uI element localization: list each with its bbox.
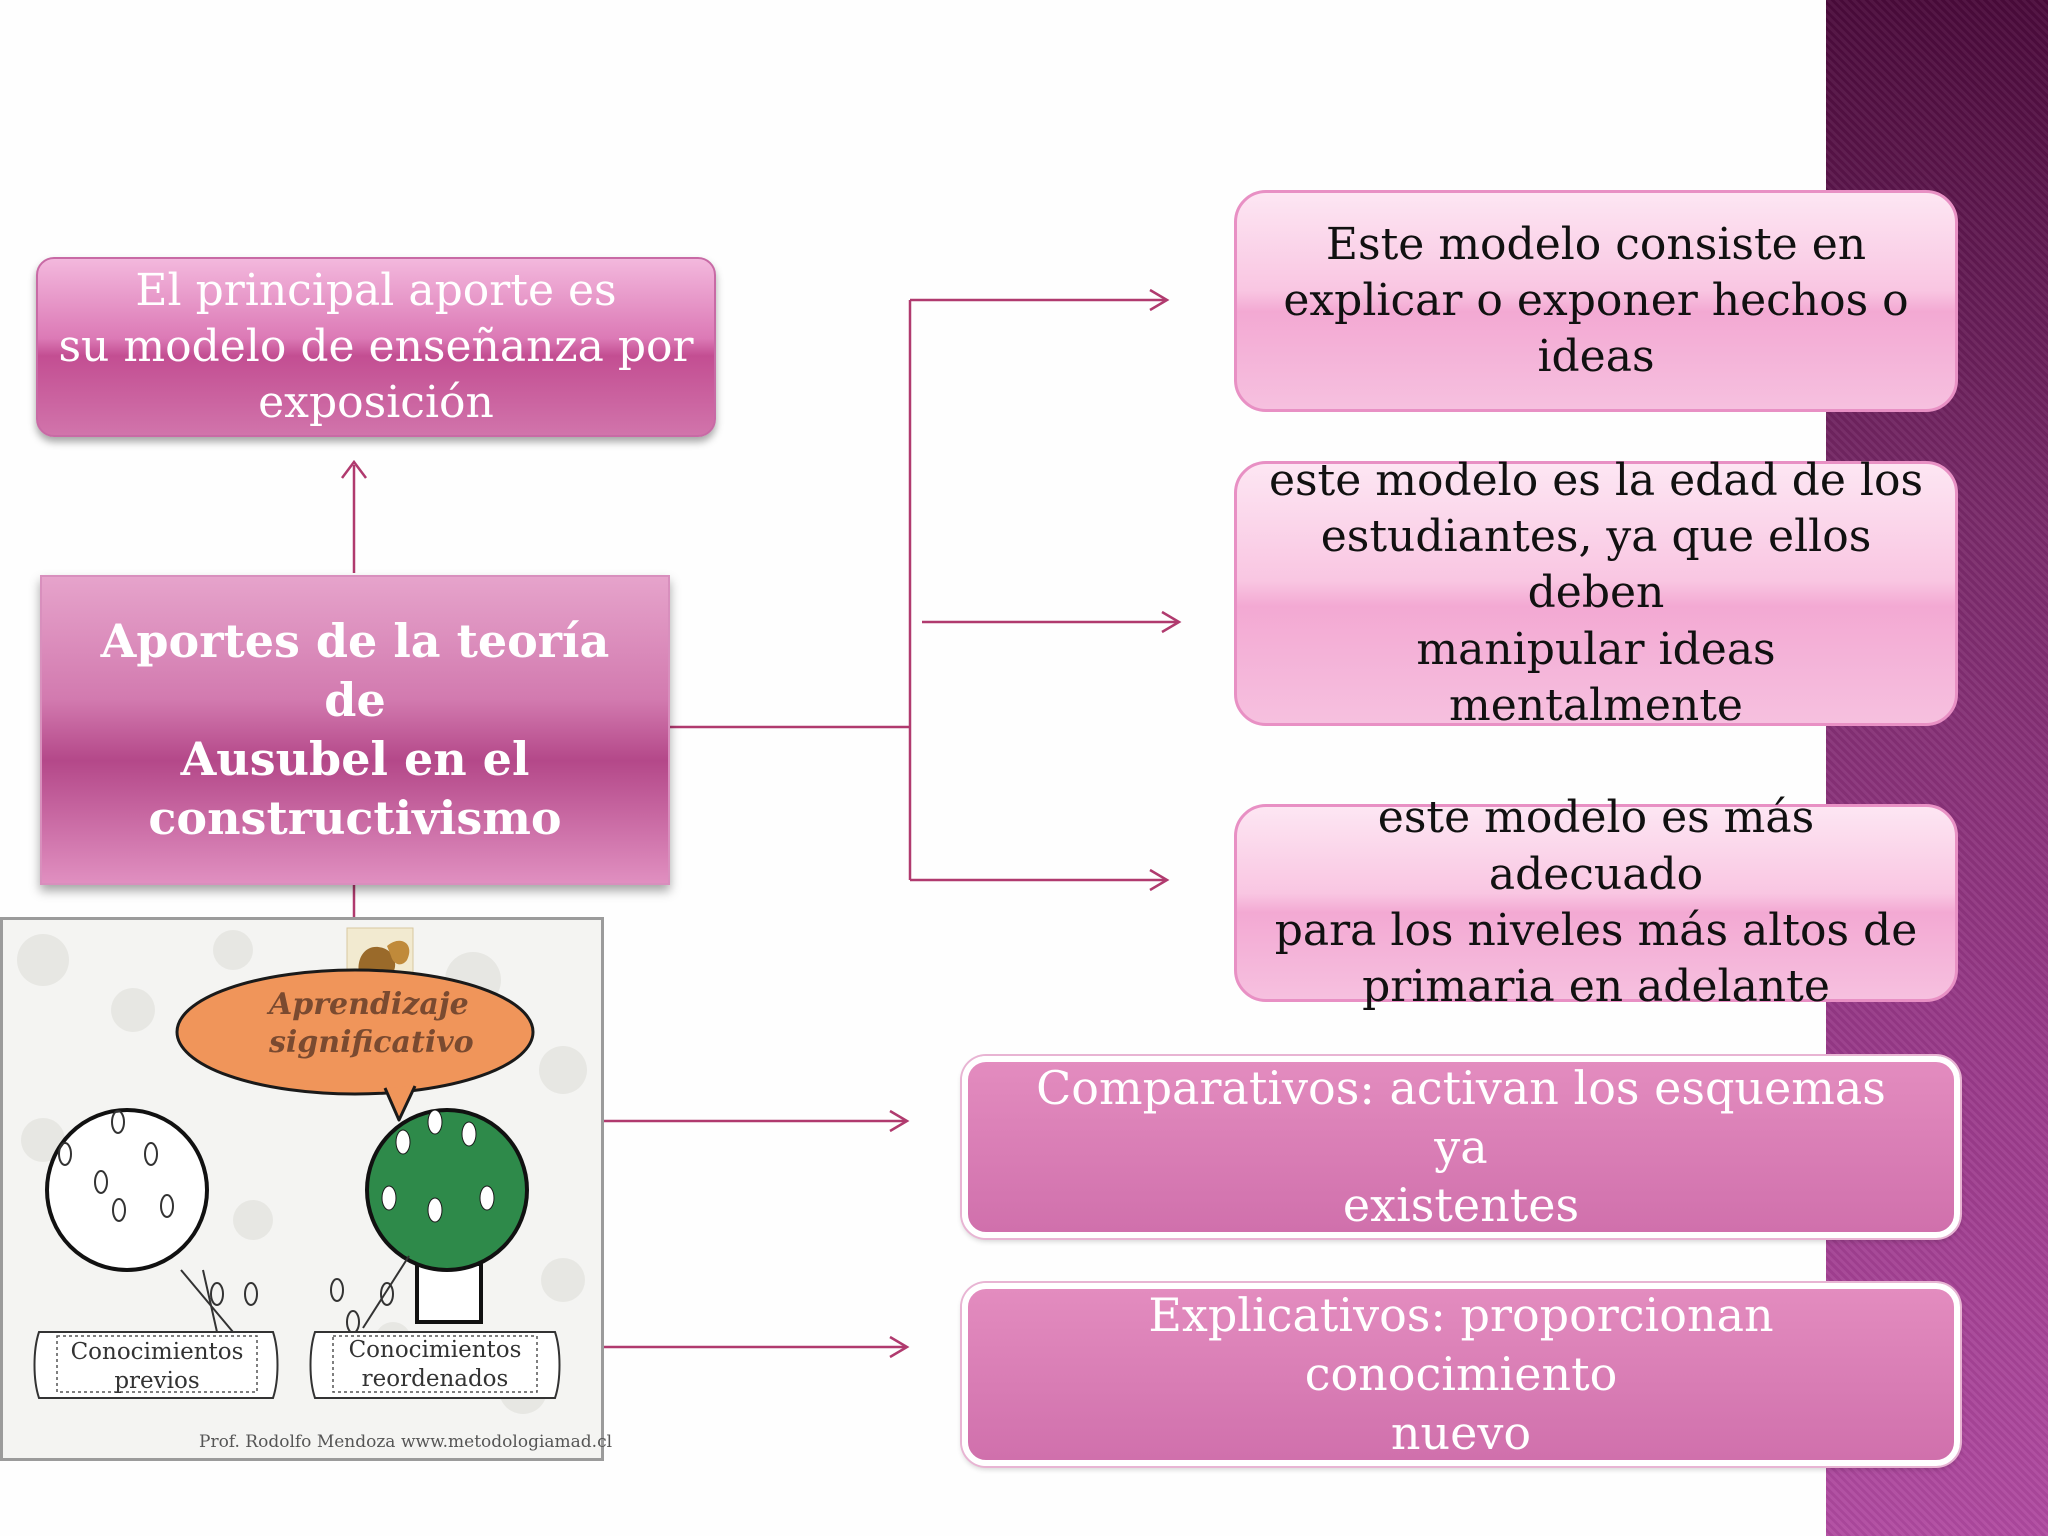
loose-concepts xyxy=(180,1255,410,1334)
expository-organizers-box: Explicativos: proporcionan conocimiento … xyxy=(962,1283,1960,1466)
text-line: El principal aporte es xyxy=(135,264,617,316)
text-line: primaria en adelante xyxy=(1362,961,1830,1013)
text-line: estudiantes, ya que ellos deben xyxy=(1320,511,1872,619)
text-line: previos xyxy=(114,1367,200,1394)
text-line: exposición xyxy=(258,377,494,429)
student-age-box: este modelo es la edad de los estudiante… xyxy=(1234,455,1958,731)
text-line: Ausubel en el xyxy=(180,732,530,786)
text-line: nuevo xyxy=(1390,1405,1532,1460)
reordered-knowledge-label: Conocimientos reordenados xyxy=(333,1336,537,1394)
text-line: su modelo de enseñanza por xyxy=(58,320,694,372)
text-line: Aprendizaje xyxy=(269,987,469,1022)
text-line: Explicativos: proporcionan conocimiento xyxy=(1148,1288,1774,1402)
author-credit: Prof. Rodolfo Mendoza xyxy=(199,1432,396,1452)
central-topic-box: Aportes de la teoría de Ausubel en el co… xyxy=(40,575,670,885)
text-line: reordenados xyxy=(361,1365,509,1392)
model-definition-box: Este modelo consiste en explicar o expon… xyxy=(1234,190,1958,412)
text-line: explicar o exponer hechos o xyxy=(1283,274,1909,326)
meaningful-learning-illustration: Aprendizaje significativo Conocimientos … xyxy=(0,917,612,1461)
text-line: Este modelo consiste en xyxy=(1325,218,1867,270)
expository-organizers-text: Explicativos: proporcionan conocimiento … xyxy=(1008,1286,1914,1463)
text-line: Conocimientos xyxy=(70,1339,244,1365)
text-line: significativo xyxy=(269,1024,474,1060)
grade-level-box: este modelo es más adecuado para los niv… xyxy=(1234,792,1958,1012)
grade-level-text: este modelo es más adecuado para los niv… xyxy=(1267,790,1925,1015)
text-line: constructivismo xyxy=(148,790,562,845)
text-line: Aportes de la teoría de xyxy=(100,614,610,728)
text-line: existentes xyxy=(1342,1178,1580,1233)
text-line: Comparativos: activan los esquemas ya xyxy=(1036,1060,1886,1174)
comparative-organizers-text: Comparativos: activan los esquemas ya ex… xyxy=(1008,1059,1914,1236)
prior-knowledge-circle xyxy=(45,1108,209,1272)
text-line: Conocimientos xyxy=(348,1337,522,1363)
website-credit: www.metodologiamad.cl xyxy=(401,1432,613,1452)
prior-knowledge-label: Conocimientos previos xyxy=(57,1338,257,1396)
text-line: ideas xyxy=(1537,331,1655,383)
text-line: para los niveles más altos de xyxy=(1274,905,1918,956)
illustration-drawing xyxy=(17,927,587,1414)
comparative-organizers-box: Comparativos: activan los esquemas ya ex… xyxy=(962,1056,1960,1238)
bubble-label: Aprendizaje significativo xyxy=(269,986,474,1061)
reordered-knowledge-tree xyxy=(365,1108,529,1324)
label-boxes xyxy=(33,1331,561,1399)
text-line: este modelo es la edad de los xyxy=(1268,454,1924,506)
text-line: manipular ideas mentalmente xyxy=(1416,623,1776,731)
model-definition-text: Este modelo consiste en explicar o expon… xyxy=(1283,217,1908,386)
text-line: este modelo es más adecuado xyxy=(1377,792,1815,900)
central-topic-text: Aportes de la teoría de Ausubel en el co… xyxy=(82,612,628,848)
main-contribution-text: El principal aporte es su modelo de ense… xyxy=(58,263,693,432)
main-contribution-box: El principal aporte es su modelo de ense… xyxy=(36,257,716,437)
student-age-text: este modelo es la edad de los estudiante… xyxy=(1267,453,1925,735)
speech-bubble-icon xyxy=(175,968,535,1122)
